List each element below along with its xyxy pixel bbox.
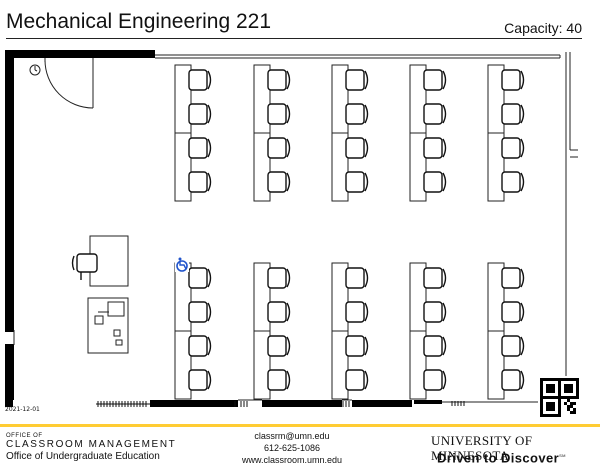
chair (345, 69, 369, 91)
clock-icon (29, 64, 41, 76)
accent-bar (0, 424, 600, 427)
chair (501, 301, 525, 323)
chair (501, 137, 525, 159)
chair (267, 369, 291, 391)
chair (345, 369, 369, 391)
wall-lines (13, 52, 578, 404)
chair (423, 267, 447, 289)
heater-vents (96, 401, 465, 407)
university-logo: UNIVERSITY OF MINNESOTA (431, 433, 533, 463)
chair (267, 267, 291, 289)
qr-code-icon (538, 376, 580, 417)
chair (267, 171, 291, 193)
university-slogan: Driven to DiscoverSM (437, 448, 566, 465)
chair (267, 103, 291, 125)
office-label: CLASSROOM MANAGEMENT (6, 439, 177, 450)
room-walls (5, 50, 442, 407)
desk (331, 132, 349, 202)
contact-phone[interactable]: 612-625-1086 (263, 443, 321, 453)
contact-website[interactable]: www.classroom.umn.edu (242, 455, 343, 465)
chair (345, 301, 369, 323)
chair (501, 69, 525, 91)
desk (409, 330, 427, 400)
chair (188, 103, 212, 125)
seating-layout (174, 64, 525, 400)
chair (501, 103, 525, 125)
wheelchair-icon (175, 257, 189, 272)
desk (253, 132, 271, 202)
chair (188, 267, 212, 289)
chair (188, 335, 212, 357)
capacity-label: Capacity: 40 (504, 20, 582, 36)
entry-door (44, 58, 94, 109)
instructor-chair (71, 253, 98, 280)
desk (487, 132, 505, 202)
chair (501, 171, 525, 193)
chair (423, 369, 447, 391)
office-label-small: OFFICE OF (6, 433, 43, 439)
desk (487, 330, 505, 400)
chair (423, 301, 447, 323)
service-mark: SM (559, 453, 566, 458)
chair (345, 103, 369, 125)
chair (501, 369, 525, 391)
chair (188, 137, 212, 159)
slogan-text: Driven to Discover (437, 450, 560, 466)
chair (423, 103, 447, 125)
chair (267, 335, 291, 357)
chair (423, 69, 447, 91)
chair (423, 335, 447, 357)
chair (345, 137, 369, 159)
title-rule (6, 38, 582, 39)
av-cabinet (87, 297, 129, 354)
chair (267, 137, 291, 159)
desk (174, 132, 192, 202)
chair (345, 335, 369, 357)
chair (267, 301, 291, 323)
desk (331, 330, 349, 400)
room-title: Mechanical Engineering 221 (6, 10, 272, 33)
chair (188, 69, 212, 91)
chair (188, 301, 212, 323)
floor-plan (5, 50, 580, 417)
date-stamp: 2021-12-01 (5, 406, 40, 413)
chair (188, 369, 212, 391)
desk (409, 132, 427, 202)
chair (501, 335, 525, 357)
contact-email[interactable]: classrm@umn.edu (254, 431, 330, 441)
chair (345, 171, 369, 193)
chair (501, 267, 525, 289)
chair (188, 171, 212, 193)
chair (423, 171, 447, 193)
chair (423, 137, 447, 159)
desk (253, 330, 271, 400)
chair (345, 267, 369, 289)
office-subtitle: Office of Undergraduate Education (6, 451, 160, 462)
chair (267, 69, 291, 91)
desk (174, 330, 192, 400)
